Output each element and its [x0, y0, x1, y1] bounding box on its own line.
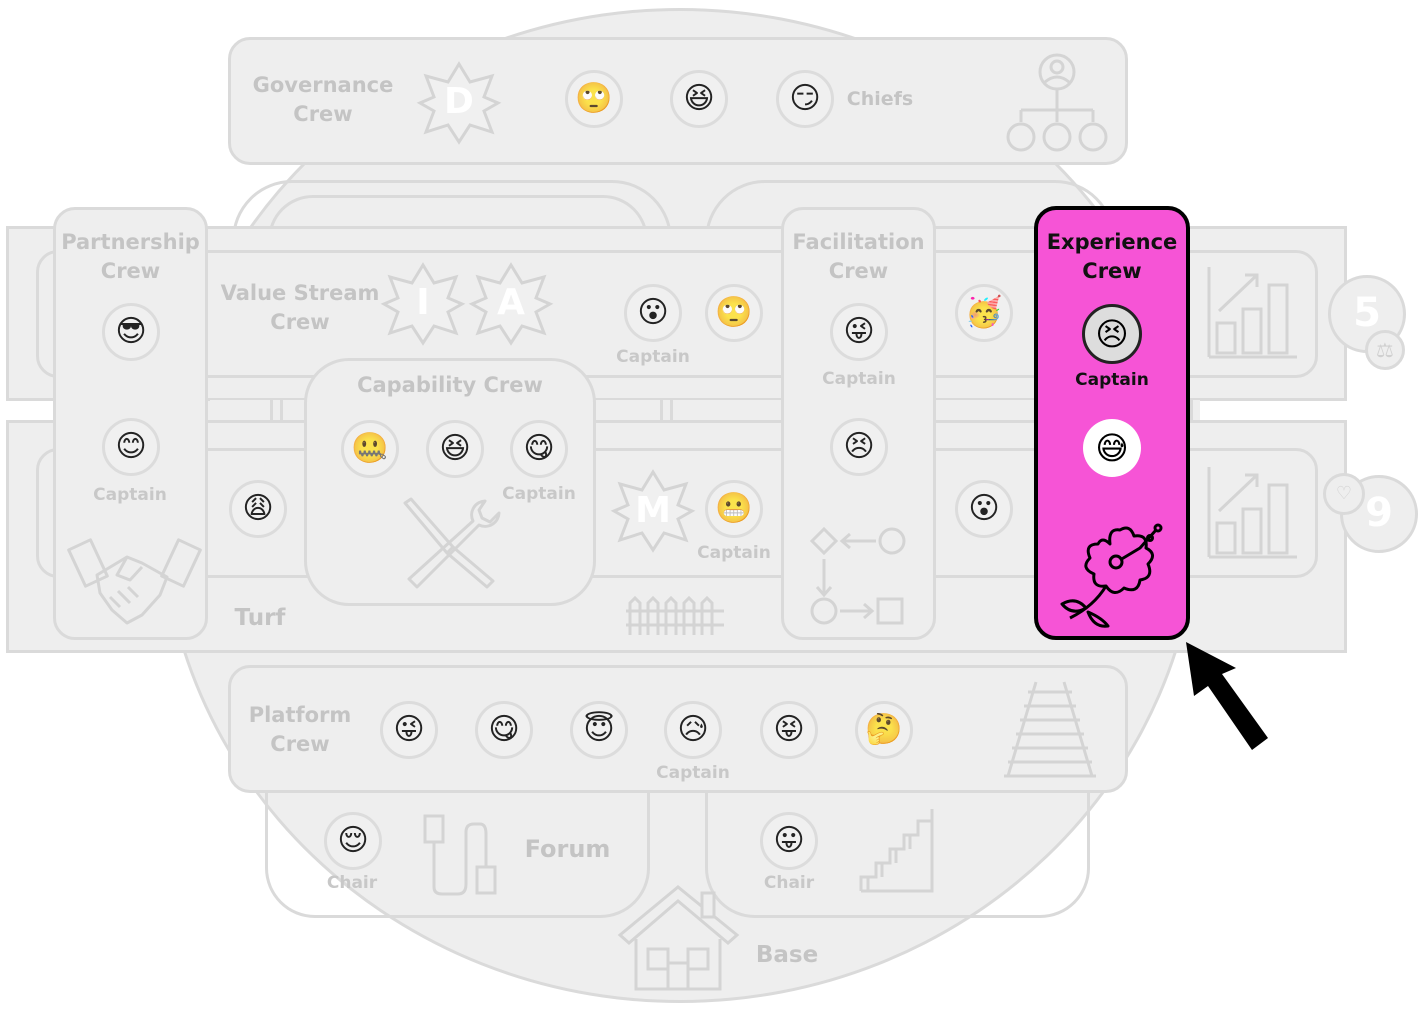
experience-captain[interactable]: 😣: [1082, 304, 1142, 364]
governance-member-1[interactable]: 🙄: [565, 70, 623, 128]
governance-member-3[interactable]: 😏: [776, 70, 834, 128]
partnership-captain[interactable]: 😊: [102, 418, 160, 476]
turf-captain[interactable]: 😬: [705, 480, 763, 538]
platform-captain-label: Captain: [656, 763, 730, 783]
value-stream-badge-a: A: [497, 282, 525, 323]
platform-member-3[interactable]: 😇: [570, 701, 628, 759]
turf-captain-label: Captain: [697, 543, 771, 563]
base-label: Base: [755, 942, 819, 968]
platform-captain[interactable]: 😥: [664, 701, 722, 759]
turf-badge-m: M: [635, 490, 671, 531]
value-stream-captain[interactable]: 😮: [624, 284, 682, 342]
facilitation-captain-label: Captain: [822, 369, 896, 389]
value-stream-member[interactable]: 🙄: [705, 284, 763, 342]
right-base-lane: [705, 790, 1090, 918]
value-stream-badge-i: I: [416, 282, 430, 323]
platform-member-1[interactable]: 😜: [380, 701, 438, 759]
right-base-chair-label: Chair: [763, 873, 815, 893]
platform-member-2[interactable]: 😋: [475, 701, 533, 759]
chart-icon-top: [1207, 267, 1297, 359]
capability-captain[interactable]: 😋: [510, 420, 568, 478]
side-badge-bottom-number: 9: [1365, 490, 1393, 536]
cable-icon: [423, 814, 497, 896]
platform-member-4[interactable]: 😝: [760, 701, 818, 759]
value-stream-badge-i-icon: [380, 262, 466, 346]
side-badge-top-number: 5: [1353, 290, 1381, 336]
fence-icon: [626, 595, 724, 635]
scales-badge-icon: ⚖: [1365, 330, 1405, 370]
org-chart-icon: [1006, 53, 1108, 152]
stairs-icon: [859, 809, 934, 893]
facilitation-member[interactable]: 😣: [830, 418, 888, 476]
pointer-arrow-icon: [1186, 642, 1268, 750]
capability-member-2[interactable]: 😆: [426, 420, 484, 478]
turf-label: Turf: [234, 605, 286, 631]
capability-captain-label: Captain: [502, 484, 576, 504]
heartbeat-badge-icon: ♡: [1323, 473, 1365, 515]
turf-inner: [36, 448, 1318, 578]
governance-member-2[interactable]: 😆: [670, 70, 728, 128]
process-flow-icon: [809, 526, 906, 625]
forum-chair-label: Chair: [326, 873, 378, 893]
value-stream-captain-label: Captain: [616, 347, 690, 367]
house-icon: [617, 885, 740, 991]
right-base-chair[interactable]: 😛: [760, 812, 818, 870]
governance-badge-letter: D: [444, 81, 474, 122]
handshake-icon: [67, 538, 202, 625]
platform-member-5[interactable]: 🤔: [855, 701, 913, 759]
value-stream-badge-a-icon: [468, 262, 554, 346]
capability-crew: [304, 358, 596, 606]
partnership-crew: [53, 207, 208, 640]
capability-label: Capability Crew: [357, 373, 543, 397]
capability-member-1[interactable]: 🤐: [341, 420, 399, 478]
governance-badge-icon: [416, 61, 502, 145]
facilitation-area-member[interactable]: 🥳: [955, 284, 1013, 342]
facilitation-crew: [781, 207, 936, 640]
railway-track-icon: [1004, 681, 1096, 778]
governance-chiefs-label: Chiefs: [846, 88, 914, 110]
forum-chair[interactable]: 😌: [324, 812, 382, 870]
forum-label: Forum: [524, 835, 611, 863]
experience-captain-label: Captain: [1075, 370, 1149, 390]
partnership-captain-label: Captain: [93, 485, 167, 505]
partnership-member[interactable]: 😎: [102, 303, 160, 361]
turf-member-1[interactable]: 😩: [229, 480, 287, 538]
tools-icon: [403, 497, 501, 589]
value-stream-inner: [36, 250, 1318, 378]
chart-icon-bottom: [1207, 467, 1297, 559]
hibiscus-icon: [1060, 523, 1163, 628]
facilitation-captain[interactable]: 😜: [830, 303, 888, 361]
experience-member[interactable]: 😅: [1083, 419, 1141, 477]
turf-badge-m-icon: [610, 469, 696, 553]
turf-member-2[interactable]: 😮: [955, 480, 1013, 538]
forum-lane: [265, 790, 650, 918]
